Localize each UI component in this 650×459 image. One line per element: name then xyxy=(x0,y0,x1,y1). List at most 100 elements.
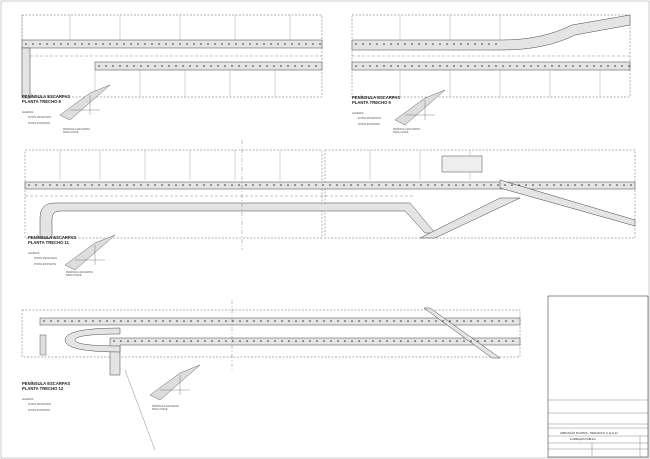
pole-marker xyxy=(151,43,153,45)
pole-marker xyxy=(330,320,332,322)
pole-marker xyxy=(414,340,416,342)
plan-trecho-12 xyxy=(21,300,521,451)
pole-marker xyxy=(239,340,241,342)
pole-marker xyxy=(595,184,597,186)
structure-detail xyxy=(441,155,483,173)
pole-marker xyxy=(147,184,149,186)
pole-marker xyxy=(588,184,590,186)
pole-marker xyxy=(350,184,352,186)
pole-marker xyxy=(602,184,604,186)
pole-marker xyxy=(238,184,240,186)
pole-marker xyxy=(393,320,395,322)
pole-marker xyxy=(252,184,254,186)
pole-marker xyxy=(154,184,156,186)
pole-marker xyxy=(266,184,268,186)
pole-marker xyxy=(207,43,209,45)
pole-marker xyxy=(435,340,437,342)
panel-subtitle: PLANTA TRECHO 12 xyxy=(22,386,64,391)
pole-marker xyxy=(420,184,422,186)
pole-marker xyxy=(172,43,174,45)
pole-marker xyxy=(623,184,625,186)
pole-marker xyxy=(386,340,388,342)
plan-trecho-8 xyxy=(21,14,323,99)
panel-title: PENÍNSULA ESCARPAS xyxy=(22,381,70,386)
pole-marker xyxy=(155,340,157,342)
pole-marker xyxy=(112,65,114,67)
pole-marker xyxy=(474,65,476,67)
pole-marker xyxy=(505,320,507,322)
pole-marker xyxy=(294,65,296,67)
pole-marker xyxy=(280,65,282,67)
pole-marker xyxy=(371,184,373,186)
pole-marker xyxy=(421,340,423,342)
pole-marker xyxy=(273,65,275,67)
pole-marker xyxy=(288,340,290,342)
pole-marker xyxy=(337,340,339,342)
pole-marker xyxy=(277,43,279,45)
pole-marker xyxy=(204,320,206,322)
pole-marker xyxy=(196,65,198,67)
legend-item: POSTE EXISTENTE xyxy=(28,122,50,125)
pole-marker xyxy=(204,340,206,342)
pole-marker xyxy=(235,43,237,45)
pole-marker xyxy=(144,43,146,45)
pole-marker xyxy=(246,340,248,342)
pole-marker xyxy=(190,340,192,342)
keymap-subtitle: MAPA-CHAVE xyxy=(393,131,409,134)
pole-marker xyxy=(70,184,72,186)
pole-marker xyxy=(102,43,104,45)
pole-marker xyxy=(553,184,555,186)
pole-marker xyxy=(406,184,408,186)
pole-marker xyxy=(169,320,171,322)
pole-marker xyxy=(530,65,532,67)
pole-marker xyxy=(449,320,451,322)
pole-marker xyxy=(516,65,518,67)
pole-marker xyxy=(481,43,483,45)
pole-marker xyxy=(546,184,548,186)
panel-label-trecho-9: PENÍNSULA ESCARPAS PLANTA TRECHO 9 LEGEN… xyxy=(352,89,446,134)
pole-marker xyxy=(418,65,420,67)
pole-marker xyxy=(400,320,402,322)
pole-marker xyxy=(607,65,609,67)
pole-marker xyxy=(249,43,251,45)
keymap-title: PENÍNSULA ESCARPAS xyxy=(66,271,93,274)
pole-marker xyxy=(113,340,115,342)
pole-marker xyxy=(336,184,338,186)
pole-marker xyxy=(259,65,261,67)
pole-marker xyxy=(158,43,160,45)
pole-marker xyxy=(369,43,371,45)
pole-marker xyxy=(309,340,311,342)
pole-marker xyxy=(600,65,602,67)
pole-marker xyxy=(456,320,458,322)
keymap-title: PENÍNSULA ESCARPAS xyxy=(393,128,420,131)
pole-marker xyxy=(512,340,514,342)
pole-marker xyxy=(190,320,192,322)
pole-marker xyxy=(467,43,469,45)
pole-marker xyxy=(253,320,255,322)
pole-marker xyxy=(134,320,136,322)
panel-title: PENÍNSULA ESCARPAS xyxy=(22,94,70,99)
pole-marker xyxy=(148,340,150,342)
pole-marker xyxy=(134,340,136,342)
pole-marker xyxy=(399,184,401,186)
pole-marker xyxy=(245,65,247,67)
pole-marker xyxy=(35,184,37,186)
pole-marker xyxy=(217,184,219,186)
pole-marker xyxy=(315,184,317,186)
pole-marker xyxy=(467,65,469,67)
pole-marker xyxy=(197,340,199,342)
pole-marker xyxy=(88,43,90,45)
pole-marker xyxy=(260,320,262,322)
pole-marker xyxy=(453,43,455,45)
pole-marker xyxy=(455,184,457,186)
pole-marker xyxy=(127,340,129,342)
pole-marker xyxy=(344,320,346,322)
pole-marker xyxy=(280,184,282,186)
pole-marker xyxy=(400,340,402,342)
pole-marker xyxy=(483,184,485,186)
pole-marker xyxy=(560,184,562,186)
legend-item: POSTE PROJETADO xyxy=(34,257,57,260)
pole-marker xyxy=(273,184,275,186)
pole-marker xyxy=(442,320,444,322)
pole-marker xyxy=(491,320,493,322)
